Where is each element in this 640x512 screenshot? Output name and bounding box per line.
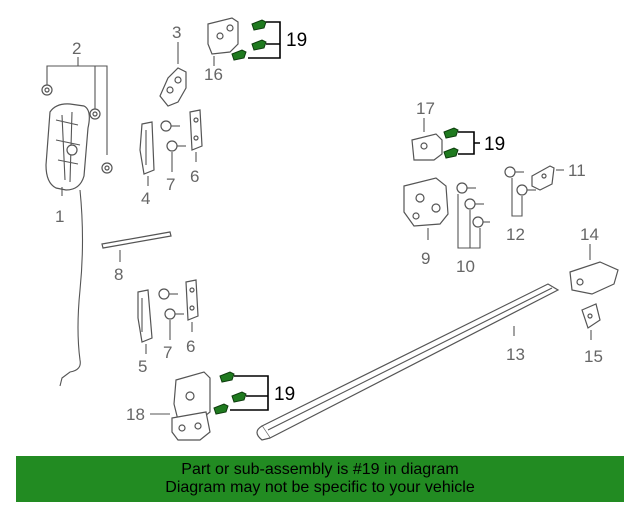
part-8-strip [101,231,172,262]
callout-15: 15 [584,347,603,366]
callout-1: 1 [55,207,64,226]
bolt-19-mid [443,127,480,159]
bolt-19-bottom [213,371,269,415]
part-17-bracket [411,118,443,161]
callout-19-top: 19 [286,30,307,51]
callout-2: 2 [72,39,81,58]
part-14-cap [569,244,619,295]
part-2-grommets [41,57,113,174]
callout-10: 10 [456,257,475,276]
callout-19-bottom: 19 [274,384,295,405]
callout-5: 5 [138,357,147,376]
callout-18: 18 [126,405,145,424]
part-18-bracket [150,371,211,441]
callout-12: 12 [506,225,525,244]
part-1-handle-assembly [45,103,90,387]
callout-4: 4 [141,189,150,208]
callout-17: 17 [416,99,435,118]
callout-19-mid: 19 [484,134,505,155]
part-5-hinge [137,289,153,354]
callout-6-lower: 6 [186,337,195,356]
part-7-bolts-lower [158,288,184,340]
part-12-bolts [504,166,536,217]
part-10-bolts [456,182,490,249]
part-9-latch [403,177,449,240]
callout-3: 3 [172,23,181,42]
info-banner: Part or sub-assembly is #19 in diagram D… [16,456,624,502]
part-13-rail [256,283,560,441]
callout-8: 8 [114,265,123,284]
callout-11: 11 [568,161,586,180]
part-15-clip [581,303,601,340]
banner-line-1: Part or sub-assembly is #19 in diagram [181,461,459,478]
part-4-hinge [139,121,155,186]
callout-16: 16 [204,65,223,84]
banner-line-2: Diagram may not be specific to your vehi… [165,479,475,496]
callout-9: 9 [421,249,430,268]
callout-7-upper: 7 [166,175,175,194]
callout-13: 13 [506,345,525,364]
part-6-plate-lower [185,279,199,332]
callout-14: 14 [580,225,599,244]
bolt-19-top [231,19,281,61]
part-11-striker [531,165,564,191]
part-6-plate-upper [189,109,203,162]
part-3-bracket [159,42,187,107]
part-7-bolts-upper [160,120,186,172]
callout-7-lower: 7 [163,343,172,362]
part-16-bracket [207,17,239,66]
parts-diagram: 2 1 3 16 19 4 7 [41,17,619,441]
callout-6-upper: 6 [190,167,199,186]
